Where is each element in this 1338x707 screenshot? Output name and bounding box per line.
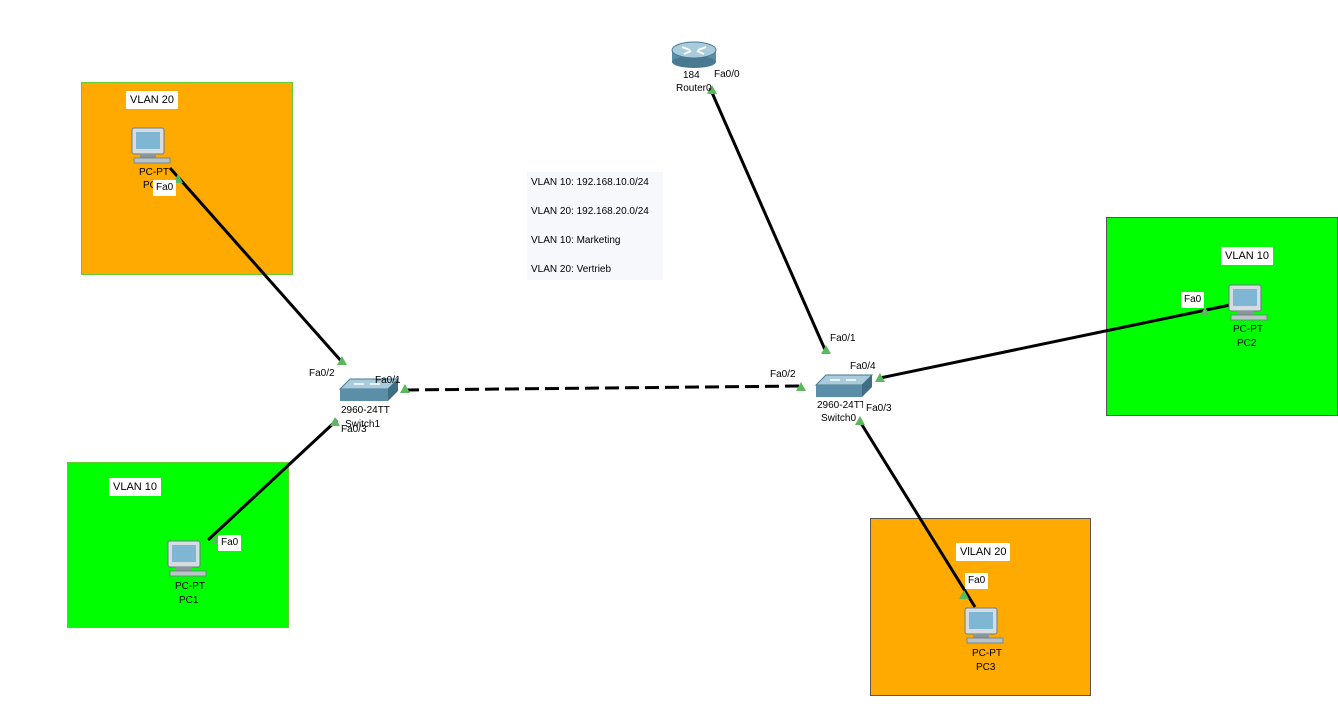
switch0-name-label: Switch0 <box>821 413 857 424</box>
link-switch0-pc3[interactable] <box>857 419 977 608</box>
port-up-indicator <box>337 356 347 365</box>
vlan20-label-topleft: VLAN 20 <box>126 91 179 109</box>
port-label-router-fa00: Fa0/0 <box>714 69 740 80</box>
port-label-switch1-fa01: Fa0/1 <box>375 375 401 386</box>
link-switch0-pc2[interactable] <box>879 303 1231 380</box>
note-line: VLAN 20: 192.168.20.0/24 <box>531 206 649 217</box>
port-label-pc3-fa0: Fa0 <box>965 573 989 589</box>
port-up-indicator <box>855 416 865 425</box>
port-up-indicator <box>959 590 969 599</box>
vlan20-label-bottomright: VlLAN 20 <box>956 543 1011 561</box>
router-name-label: Router0 <box>676 83 712 94</box>
port-up-indicator <box>1200 307 1210 316</box>
pc2-name-label: PC2 <box>1237 338 1257 349</box>
router-model-label: 184 <box>683 70 700 81</box>
port-label-switch0-fa03: Fa0/3 <box>866 403 892 414</box>
vlan10-label-bottomleft: VLAN 10 <box>109 478 162 496</box>
port-label-pc2-fa0: Fa0 <box>1181 292 1205 308</box>
link-router-switch0[interactable] <box>708 87 828 353</box>
link-switch1-switch0-trunk[interactable] <box>404 384 804 392</box>
pc-icon[interactable] <box>964 607 1004 644</box>
pc1-name-label: PC1 <box>179 595 199 606</box>
port-up-indicator <box>821 345 831 354</box>
switch0-model-label: 2960-24TT <box>817 400 863 411</box>
pc-icon[interactable] <box>1228 284 1268 321</box>
port-up-indicator <box>875 373 885 382</box>
port-label-switch0-fa02: Fa0/2 <box>770 369 796 380</box>
vlan-info-note: VLAN 10: 192.168.10.0/24 VLAN 20: 192.16… <box>527 172 663 280</box>
pc3-model-label: PC-PT <box>972 648 1002 659</box>
link-switch1-pc0[interactable] <box>168 167 344 363</box>
switch1-model-label: 2960-24TT <box>341 405 390 416</box>
switch1-name-label: Switch1 <box>345 419 381 430</box>
port-label-pc0-fa0: Fa0 <box>153 180 177 196</box>
pc-icon[interactable] <box>131 127 171 164</box>
pc0-model-label: PC-PT <box>139 167 169 178</box>
pc0-name-label: PC0 <box>143 180 162 192</box>
note-line: VLAN 10: 192.168.10.0/24 <box>531 177 649 188</box>
pc3-name-label: PC3 <box>976 662 996 673</box>
port-up-indicator <box>400 384 410 393</box>
router-icon[interactable] <box>671 41 717 68</box>
port-label-switch1-fa03: Fa0/3 <box>341 424 367 435</box>
note-line: VLAN 10: Marketing <box>531 235 621 246</box>
port-up-indicator <box>330 417 340 426</box>
port-label-switch0-fa04: Fa0/4 <box>850 361 876 372</box>
port-label-pc1-fa0: Fa0 <box>218 535 242 551</box>
vlan20-zone-topleft <box>81 82 293 275</box>
switch-icon[interactable] <box>814 374 874 397</box>
switch-icon[interactable] <box>338 378 400 401</box>
port-up-indicator <box>707 85 717 94</box>
pc-icon[interactable] <box>167 540 207 577</box>
links <box>168 87 1231 608</box>
port-up-indicator <box>796 382 806 391</box>
pc1-model-label: PC-PT <box>175 581 205 592</box>
pc2-model-label: PC-PT <box>1233 324 1263 335</box>
port-label-switch1-fa02: Fa0/2 <box>309 368 335 379</box>
port-label-switch0-fa01: Fa0/1 <box>830 333 856 344</box>
vlan10-label-right: VLAN 10 <box>1221 247 1274 265</box>
port-indicators <box>173 85 1210 599</box>
link-switch1-pc1[interactable] <box>206 418 339 542</box>
note-line: VLAN 20: Vertrieb <box>531 264 612 275</box>
